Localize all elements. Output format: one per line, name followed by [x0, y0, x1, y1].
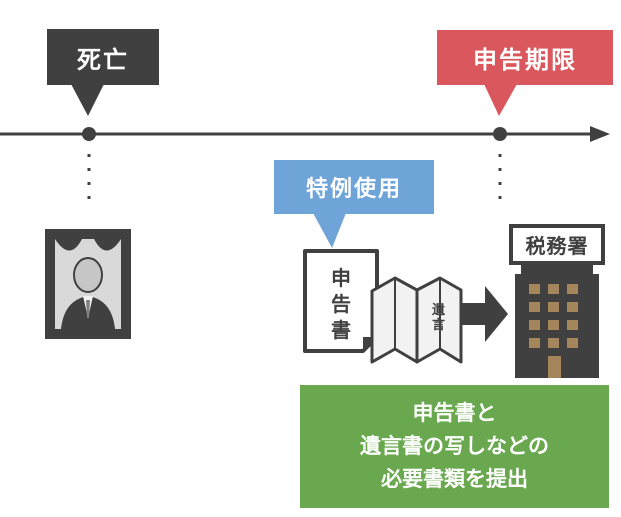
declaration-doc-char-1: 申 — [331, 266, 351, 290]
death-callout-pointer — [71, 84, 104, 116]
timeline-arrowhead — [590, 126, 610, 142]
declaration-doc-char-3: 書 — [331, 318, 351, 342]
tax-office-building-icon — [509, 224, 605, 378]
action-line-2: 遺言書の写しなどの — [360, 434, 549, 458]
action-line-3: 必要書類を提出 — [381, 467, 528, 491]
action-line-1: 申告書と — [412, 401, 497, 425]
will-doc-label: 遺言 — [432, 303, 446, 333]
declaration-doc-char-2: 告 — [331, 292, 351, 316]
deadline-label: 申告期限 — [437, 30, 613, 85]
deadline-callout-pointer — [484, 84, 517, 116]
arrow-right-icon — [461, 286, 508, 342]
will-document-icon — [370, 276, 463, 364]
portrait-icon — [45, 229, 131, 339]
special-use-label: 特例使用 — [274, 160, 434, 214]
declaration-document-icon — [303, 249, 379, 353]
tax-office-label: 税務署 — [525, 234, 589, 258]
deadline-marker — [493, 127, 507, 141]
action-box: 申告書と 遺言書の写しなどの 必要書類を提出 — [300, 385, 609, 508]
special-use-callout-pointer — [313, 213, 346, 248]
death-marker — [82, 127, 96, 141]
death-label: 死亡 — [47, 29, 159, 85]
